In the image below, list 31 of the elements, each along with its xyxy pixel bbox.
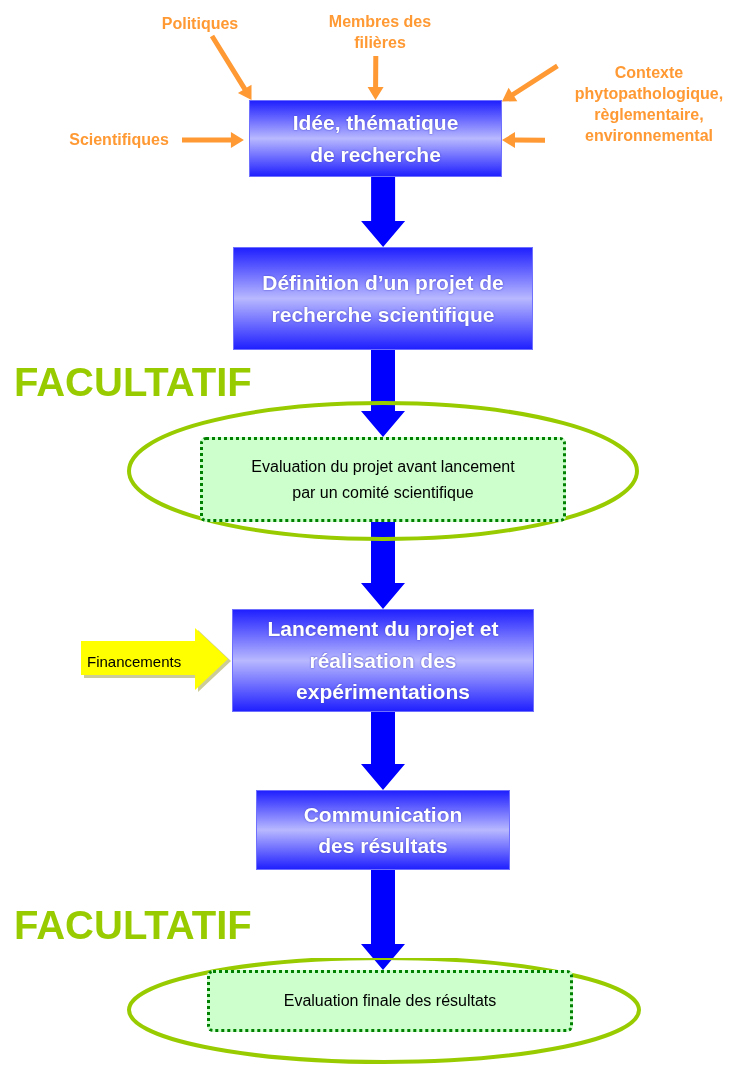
arrow xyxy=(361,350,405,437)
arrow xyxy=(361,870,405,970)
arrow xyxy=(502,63,559,102)
node-text: Scientifiques xyxy=(69,129,169,150)
node-text: Evaluation du projet avant lancement par un comité scientifique xyxy=(250,456,516,503)
arrow xyxy=(502,132,545,149)
evaluation-box xyxy=(200,437,566,522)
arrow xyxy=(361,177,406,247)
process-box xyxy=(249,100,502,177)
node-text: Evaluation finale des résultats xyxy=(283,991,497,1012)
arrow xyxy=(367,56,384,100)
arrow xyxy=(361,522,405,609)
node-text: Définition d’un projet de recherche scientifique xyxy=(261,270,505,328)
arrow xyxy=(182,132,244,148)
process-box xyxy=(232,609,534,712)
node-text: Communication des résultats xyxy=(302,801,464,859)
optional-note: FACULTATIF xyxy=(14,905,252,945)
arrow xyxy=(361,712,405,790)
optional-ellipse xyxy=(126,400,640,542)
node-text: Lancement du projet et réalisation des expérimentations xyxy=(266,616,500,706)
process-box xyxy=(256,790,510,870)
node-text: Contexte phytopathologique, règlementaire, environnemental xyxy=(573,63,725,146)
process-box xyxy=(233,247,533,350)
node-text: Membres des filières xyxy=(327,12,433,53)
node-text: Financements xyxy=(87,652,182,670)
optional-note: FACULTATIF xyxy=(14,362,252,402)
block-arrow xyxy=(81,628,233,694)
node-text: Politiques xyxy=(161,13,239,34)
arrow xyxy=(209,34,252,100)
node-text: Idée, thématique de recherche xyxy=(291,110,460,168)
evaluation-box xyxy=(207,970,573,1032)
